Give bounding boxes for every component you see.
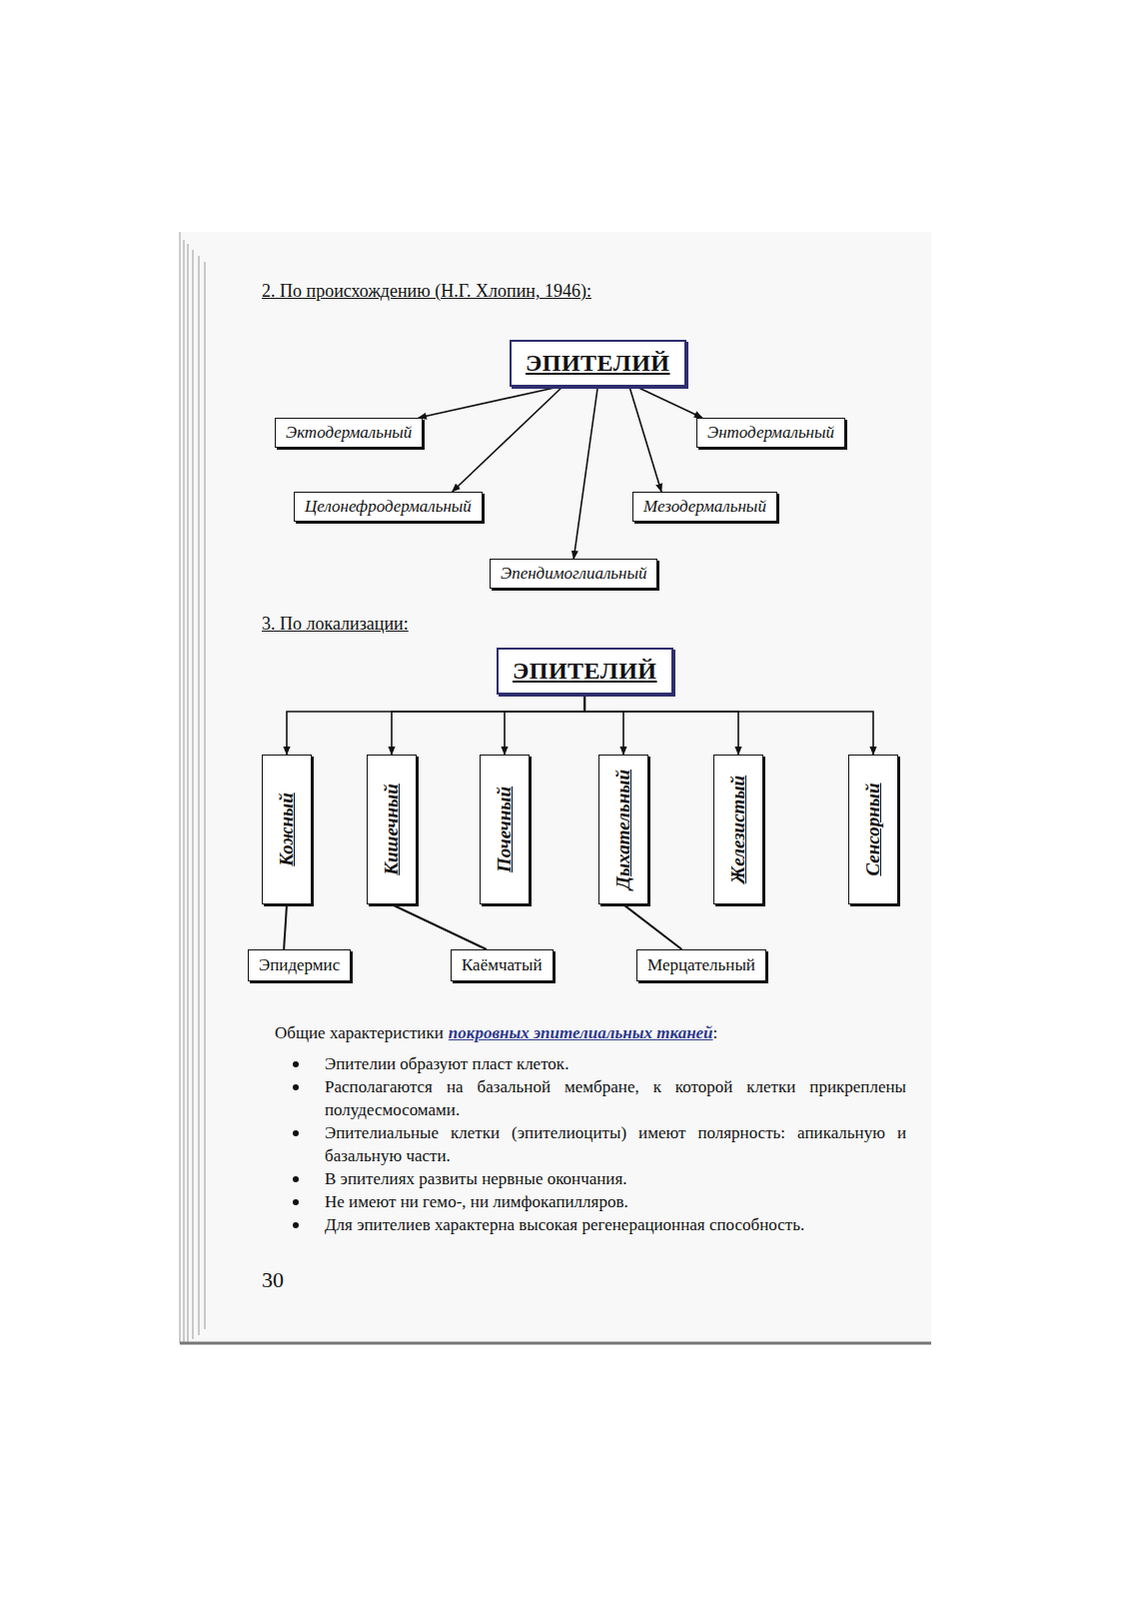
bullet-dot: [292, 1061, 299, 1068]
box-text: Каёмчатый: [461, 955, 543, 975]
box-text: Мезодермальный: [643, 496, 767, 516]
subtype-box: Эпидермис: [247, 949, 351, 982]
origin-box: Эпендимоглиальный: [489, 558, 658, 589]
bullet-dot: [292, 1175, 299, 1182]
box-text: Дыхательный: [612, 769, 635, 890]
arrow-connector: [584, 694, 874, 755]
bullet-dot: [292, 1130, 299, 1136]
arrow-connector: [636, 386, 703, 418]
bullet-dot: [292, 1198, 299, 1205]
bullet-text: Не имеют ни гемо-, ни лимфокапилляров.: [324, 1189, 907, 1213]
page-edge: [179, 1341, 932, 1345]
origin-box: Мезодермальный: [632, 491, 778, 522]
location-box: Кожный: [261, 754, 312, 905]
bullet-dot: [292, 1221, 299, 1228]
box-text: Кожный: [275, 792, 298, 867]
bullet-text: Для эпителиев характерна высокая регенер…: [324, 1212, 907, 1236]
link-line: [391, 904, 487, 950]
origin-box: Целонефродермальный: [293, 491, 483, 522]
location-box: Почечный: [479, 754, 530, 905]
arrow-connector: [584, 694, 624, 755]
location-box: Кишечный: [366, 754, 417, 905]
scanned-page: [179, 231, 932, 1343]
box-text: ЭПИТЕЛИЙ: [512, 657, 658, 684]
location-box: Сенсорный: [848, 754, 899, 905]
box-text: Эпидермис: [258, 955, 340, 975]
heading-text: :: [713, 1023, 719, 1044]
box-text: Почечный: [493, 786, 516, 873]
box-text: Кишечный: [380, 783, 403, 876]
subtype-box: Каёмчатый: [450, 949, 554, 982]
box-text: Целонефродермальный: [304, 496, 472, 516]
arrow-connector: [391, 694, 585, 755]
section-heading: 2. По происхождению (Н.Г. Хлопин, 1946):: [261, 280, 592, 302]
bullet-text: Эпителии образуют пласт клеток.: [324, 1052, 907, 1076]
link-line: [283, 904, 287, 950]
box-text: ЭПИТЕЛИЙ: [525, 349, 671, 376]
box-text: Эпендимоглиальный: [500, 563, 647, 583]
book-spine: [179, 231, 205, 1343]
bullet-text: Располагаются на базальной мембране, к к…: [324, 1075, 907, 1122]
arrow-connector: [629, 386, 662, 492]
box-text: Эктодермальный: [285, 422, 412, 442]
link-line: [623, 904, 682, 950]
subtype-box: Мерцательный: [636, 949, 767, 982]
section-heading: 3. По локализации:: [261, 613, 409, 635]
bullet-text: В эпителиях развиты нервные окончания.: [324, 1166, 907, 1190]
box-text: Железистый: [727, 775, 750, 884]
arrow-connector: [504, 694, 585, 755]
box-text: Мерцательный: [647, 955, 756, 975]
arrow-connector: [286, 694, 585, 755]
arrow-connector: [584, 694, 739, 755]
bullet-text: Эпителиальные клетки (эпителиоциты) имею…: [324, 1121, 907, 1167]
origin-box: Эктодермальный: [274, 417, 423, 448]
bullet-dot: [292, 1084, 299, 1091]
arrow-connector: [452, 386, 563, 492]
location-box: Дыхательный: [598, 754, 649, 905]
heading-text: Общие характеристики: [274, 1023, 444, 1044]
page-number: 30: [261, 1266, 284, 1293]
arrow-connector: [573, 386, 598, 559]
location-box: Железистый: [713, 754, 764, 905]
heading-text: покровных эпителиальных тканей: [448, 1023, 714, 1044]
origin-box: Энтодермальный: [696, 417, 846, 448]
root-box: ЭПИТЕЛИЙ: [509, 339, 687, 387]
box-text: Сенсорный: [862, 782, 885, 876]
root-box: ЭПИТЕЛИЙ: [496, 647, 674, 695]
arrow-connector: [418, 386, 560, 418]
box-text: Энтодермальный: [707, 422, 835, 442]
